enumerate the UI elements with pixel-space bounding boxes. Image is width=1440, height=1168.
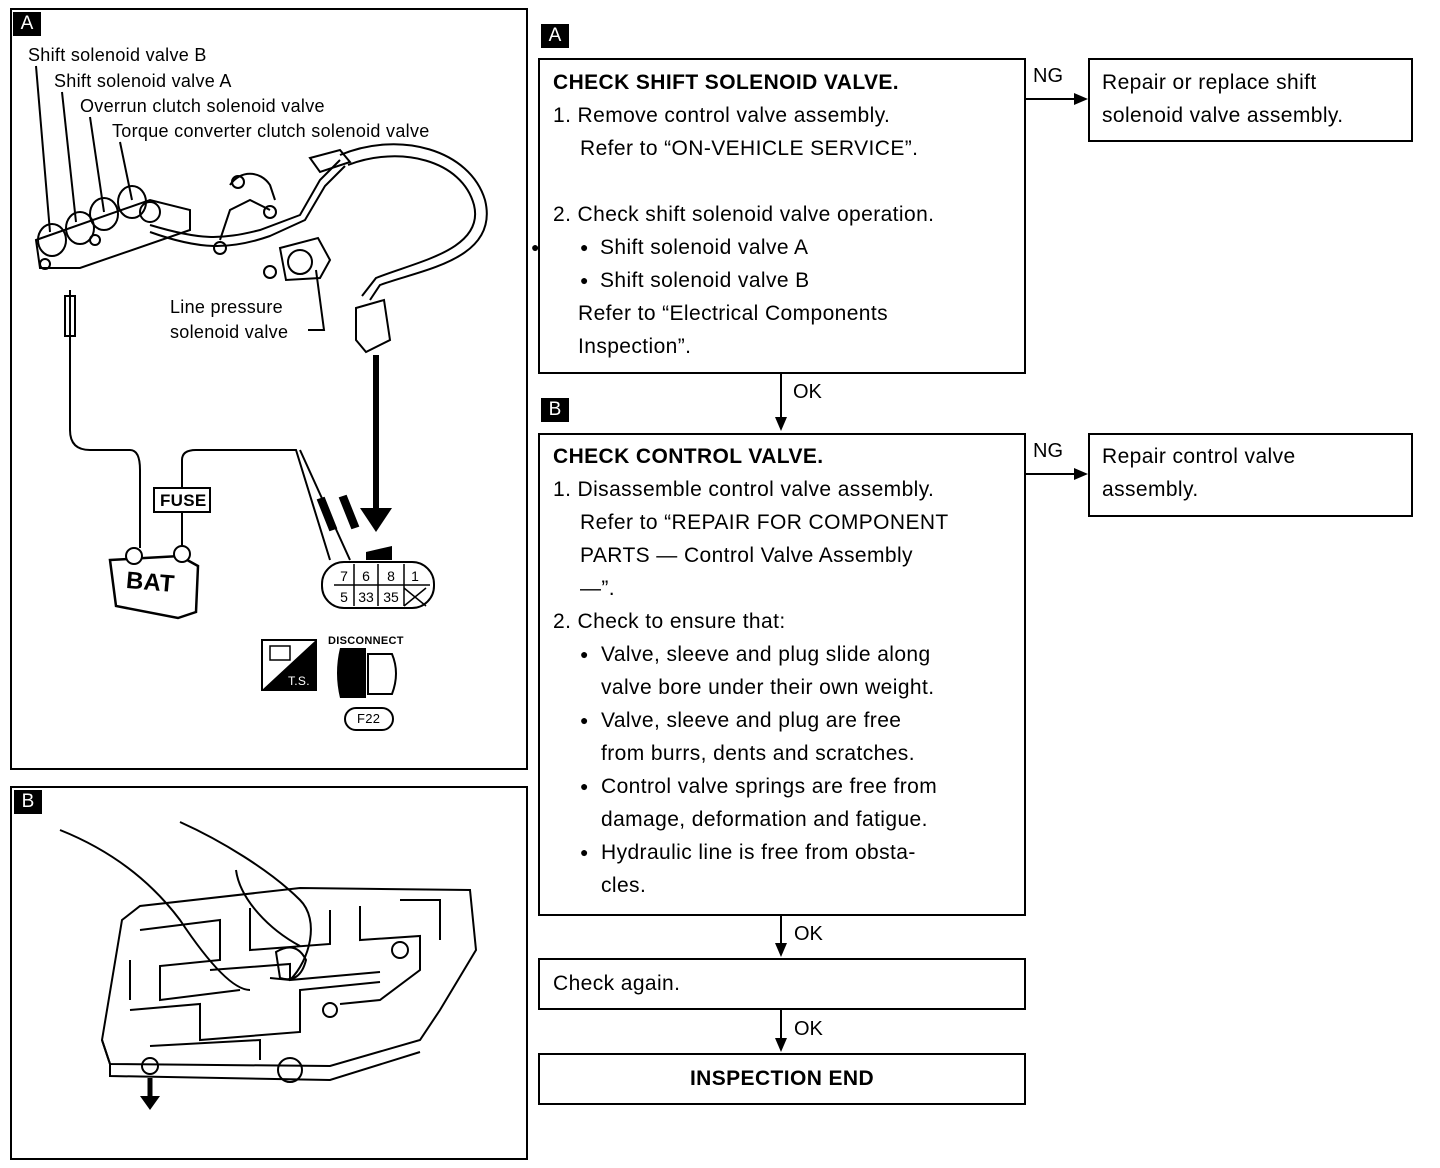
pin-8: 8 [387,568,395,584]
cv-bullet-4: ●Hydraulic line is free from obsta-cles. [580,841,916,897]
bullet-valve-a: ●Shift solenoid valve A [531,231,1024,264]
repair-shift-solenoid-box: Repair or replace shift solenoid valve a… [1088,58,1413,142]
repair-control-valve-box: Repair control valve assembly. [1088,433,1413,517]
step-1-ref: Refer to “ON-VEHICLE SERVICE”. [580,137,919,160]
pin-35: 35 [383,589,399,605]
repair-cv-line-2: assembly. [1102,478,1199,501]
label-overrun-clutch: Overrun clutch solenoid valve [80,96,325,116]
check-again-text: Check again. [553,972,681,995]
ok-label-b: OK [794,923,823,945]
check-shift-solenoid-box: CHECK SHIFT SOLENOID VALVE. 1. Remove co… [531,58,1026,374]
check-control-valve-box: CHECK CONTROL VALVE. 1. Disassemble cont… [538,433,1026,916]
step-2-text: 2. Check shift solenoid valve operation. [553,203,935,226]
cv-step-1-ref-3: —”. [580,577,616,600]
bullet-valve-b: ●Shift solenoid valve B [580,269,810,292]
label-line-pressure-1: Line pressure [170,297,283,317]
connector-code: F22 [357,711,381,726]
control-valve-illustration [59,821,478,1110]
ts-label: T.S. [288,674,310,688]
step-1-text: 1. Remove control valve assembly. [553,104,891,127]
cv-step-1-ref-1: Refer to “REPAIR FOR COMPONENT [580,511,949,534]
pin-33: 33 [358,589,374,605]
repair-cv-line-1: Repair control valve [1102,445,1296,468]
flow-a-tag: A [541,24,569,48]
ng-label-b: NG [1033,440,1063,462]
cv-step-1-text: 1. Disassemble control valve assembly. [553,478,935,501]
pin-1: 1 [411,568,419,584]
repair-shift-line-1: Repair or replace shift [1102,71,1317,94]
diagram-a-tag: A [13,12,41,36]
label-shift-solenoid-a: Shift solenoid valve A [54,71,232,91]
ref-electrical-2: Inspection”. [578,335,692,358]
check-shift-solenoid-title: CHECK SHIFT SOLENOID VALVE. [553,71,900,94]
flow-b-tag: B [541,398,569,422]
cv-step-1-ref-2: PARTS — Control Valve Assembly [580,544,913,567]
ok-label-c: OK [794,1018,823,1040]
ref-electrical-1: Refer to “Electrical Components [578,302,889,325]
check-control-valve-title: CHECK CONTROL VALVE. [553,445,824,468]
diagram-b-frame [10,786,528,1160]
check-again-box: Check again. [538,958,1026,1010]
solenoid-wiring-illustration: 7 6 8 1 5 33 35 [34,65,488,731]
diagram-a-frame [10,8,528,770]
disconnect-label: DISCONNECT [328,635,404,647]
inspection-end-text: INSPECTION END [689,1067,875,1090]
cv-step-2-text: 2. Check to ensure that: [553,610,786,633]
repair-shift-line-2: solenoid valve assembly. [1102,104,1344,127]
diagram-b-tag: B [14,790,42,814]
pin-6: 6 [362,568,370,584]
fuse-label: FUSE [160,491,207,510]
ng-label-a: NG [1033,65,1063,87]
label-line-pressure-2: solenoid valve [170,322,289,342]
pin-5: 5 [340,589,348,605]
label-shift-solenoid-b: Shift solenoid valve B [28,45,207,65]
label-torque-converter: Torque converter clutch solenoid valve [112,121,430,141]
inspection-end-box: INSPECTION END [538,1053,1026,1105]
pin-7: 7 [340,568,348,584]
ok-label-a: OK [793,381,822,403]
